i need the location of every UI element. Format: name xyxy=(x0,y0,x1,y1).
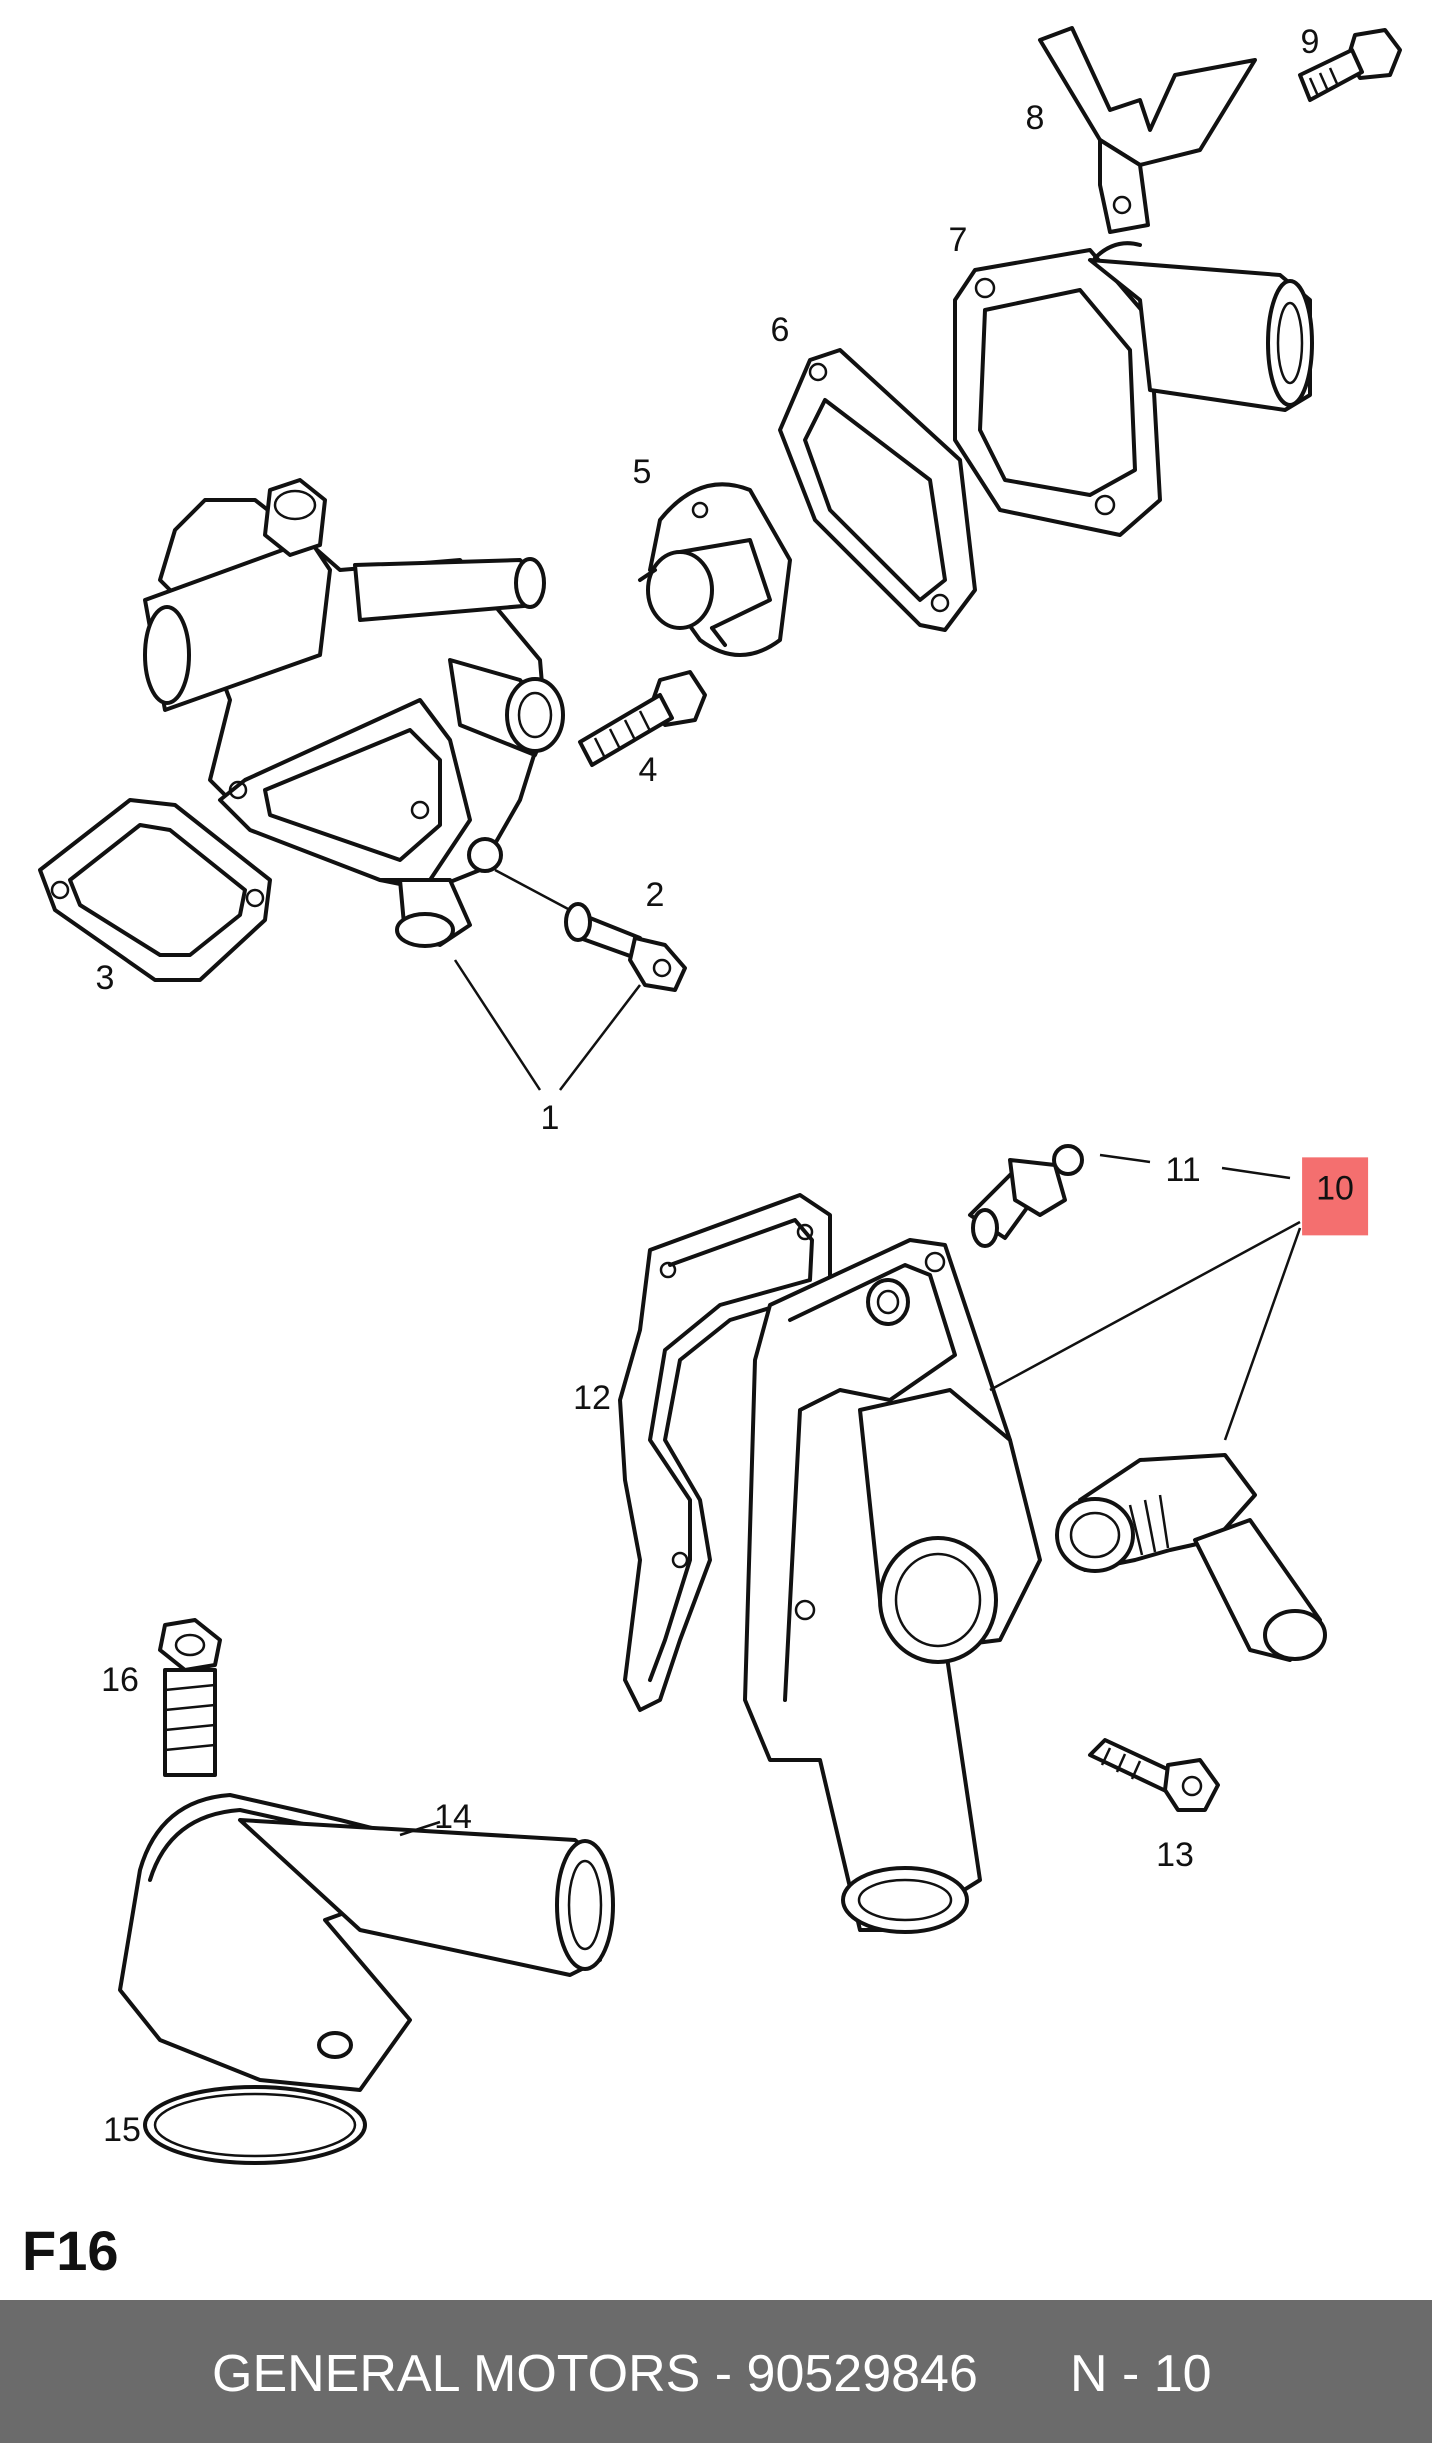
callout-1: 1 xyxy=(540,1099,560,1137)
callout-5: 5 xyxy=(632,453,652,491)
part-10-elbow-pipe xyxy=(1055,1453,1327,1662)
part-6-gasket xyxy=(778,348,977,632)
callout-7: 7 xyxy=(948,221,968,259)
part-3-gasket xyxy=(38,798,272,982)
callout-11: 11 xyxy=(1165,1151,1201,1189)
callout-8: 8 xyxy=(1025,99,1045,137)
part-11-sensor xyxy=(968,1144,1291,1248)
callout-15: 15 xyxy=(103,2111,141,2149)
part-9-bolt xyxy=(1298,28,1402,102)
callout-16: 16 xyxy=(101,1661,139,1699)
part-5-thermostat xyxy=(638,482,792,657)
callout-13: 13 xyxy=(1156,1836,1194,1874)
footer-bar: GENERAL MOTORS - 90529846 N - 10 xyxy=(0,2300,1432,2443)
part-7-outlet-housing xyxy=(953,241,1314,537)
callout-4: 4 xyxy=(638,751,658,789)
part-16-bolt xyxy=(158,1618,222,1777)
footer-brand-part-number: GENERAL MOTORS - 90529846 xyxy=(212,2345,978,2403)
part-13-bolt xyxy=(1088,1738,1220,1812)
figure-code: F16 xyxy=(22,2219,119,2282)
footer-position: N - 10 xyxy=(1070,2345,1212,2403)
part-4-bolt xyxy=(578,670,707,767)
part-15-ring xyxy=(143,2085,367,2165)
callout-14: 14 xyxy=(434,1798,472,1836)
leader-lines-top xyxy=(453,868,641,1091)
parts-diagram xyxy=(38,26,1402,2165)
part-8-bracket xyxy=(1038,26,1257,234)
part-14-outlet xyxy=(118,1793,615,2092)
callout-9: 9 xyxy=(1300,23,1320,61)
callout-12: 12 xyxy=(573,1379,611,1417)
part-2-bolt xyxy=(564,902,687,992)
leader-lines-10 xyxy=(989,1220,1302,1441)
part-1-housing xyxy=(143,478,565,948)
part-10-housing xyxy=(743,1238,1042,1934)
leader-14 xyxy=(399,1820,441,1837)
callout-6: 6 xyxy=(770,311,790,349)
callout-3: 3 xyxy=(95,959,115,997)
callout-2: 2 xyxy=(645,876,665,914)
callout-10-highlighted: 10 xyxy=(1302,1157,1368,1236)
